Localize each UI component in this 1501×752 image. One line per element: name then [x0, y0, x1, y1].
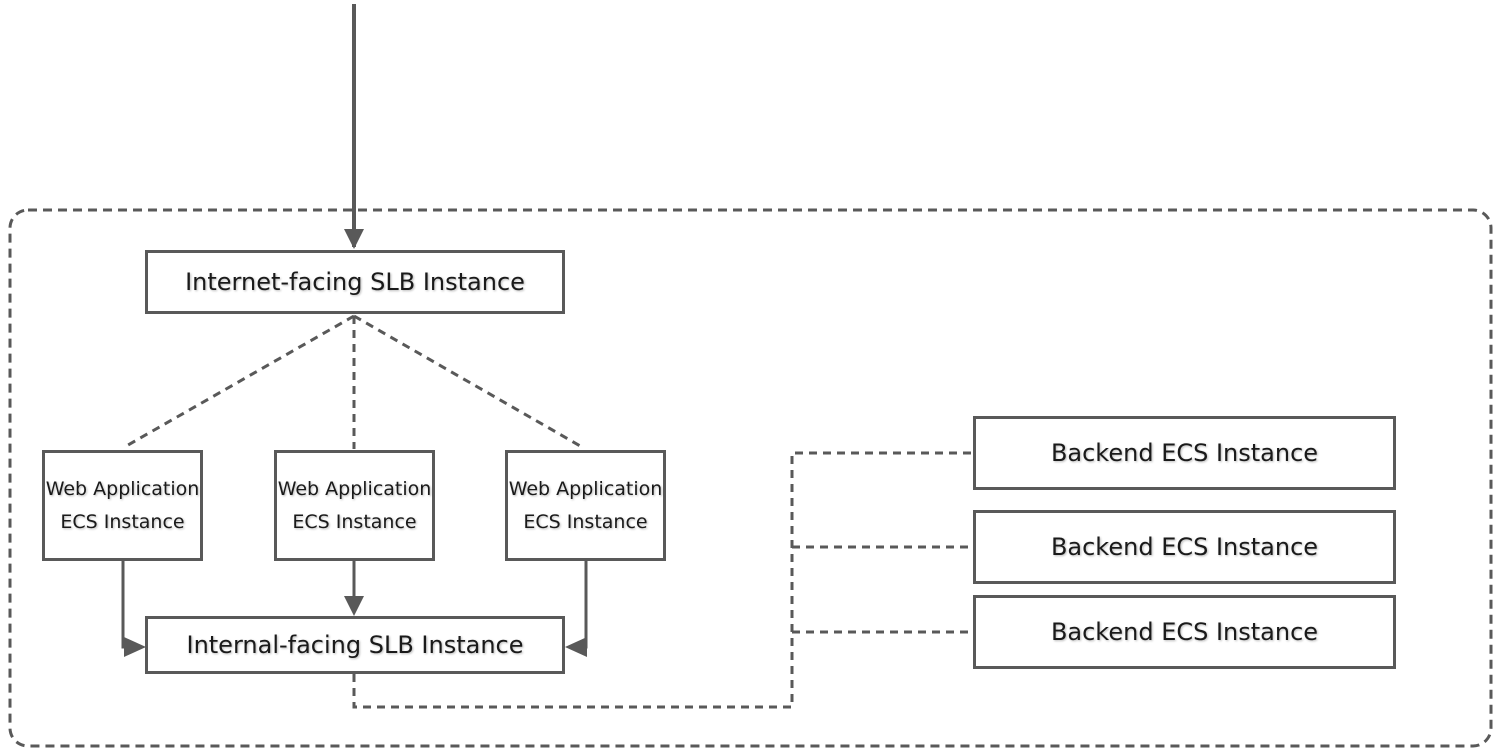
backend-ecs-2-label: Backend ECS Instance: [1050, 533, 1319, 561]
backend-ecs-3-label: Backend ECS Instance: [1050, 618, 1319, 646]
web-app-ecs-3-line1: Web Application: [508, 477, 663, 500]
web-app-ecs-2-line1: Web Application: [277, 477, 432, 500]
internal-facing-slb-node: Internal-facing SLB Instance: [145, 616, 565, 674]
backend-ecs-node-2: Backend ECS Instance: [973, 510, 1396, 584]
web-app-1-to-internal-slb-connector: [121, 561, 128, 649]
backend-ecs-node-1: Backend ECS Instance: [973, 416, 1396, 490]
slb-to-web-app-1-link: [127, 314, 355, 447]
internal-facing-slb-label: Internal-facing SLB Instance: [186, 631, 524, 659]
web-app-ecs-1-line1: Web Application: [45, 477, 200, 500]
web-app-3-to-internal-slb-connector: [582, 561, 588, 649]
backend-ecs-1-label: Backend ECS Instance: [1050, 439, 1319, 467]
backend-ecs-node-3: Backend ECS Instance: [973, 595, 1396, 669]
slb-to-web-app-3-link: [353, 314, 583, 449]
internet-facing-slb-label: Internet-facing SLB Instance: [185, 268, 525, 296]
web-app-ecs-node-1: Web Application ECS Instance: [42, 450, 203, 561]
incoming-traffic-arrowhead: [344, 229, 364, 249]
web-app-ecs-node-2: Web Application ECS Instance: [274, 450, 435, 561]
web-app-2-to-internal-slb-arrowhead: [344, 596, 364, 616]
web-app-ecs-2-line2: ECS Instance: [292, 510, 417, 533]
internet-facing-slb-node: Internet-facing SLB Instance: [145, 250, 565, 314]
internal-slb-to-backend-bus: [352, 451, 973, 709]
network-boundary: [8, 208, 1493, 748]
web-app-3-to-internal-slb-arrowhead: [565, 637, 587, 657]
web-app-ecs-3-line2: ECS Instance: [523, 510, 648, 533]
web-app-ecs-node-3: Web Application ECS Instance: [505, 450, 666, 561]
web-app-ecs-1-line2: ECS Instance: [60, 510, 185, 533]
web-app-1-to-internal-slb-arrowhead: [124, 637, 146, 657]
